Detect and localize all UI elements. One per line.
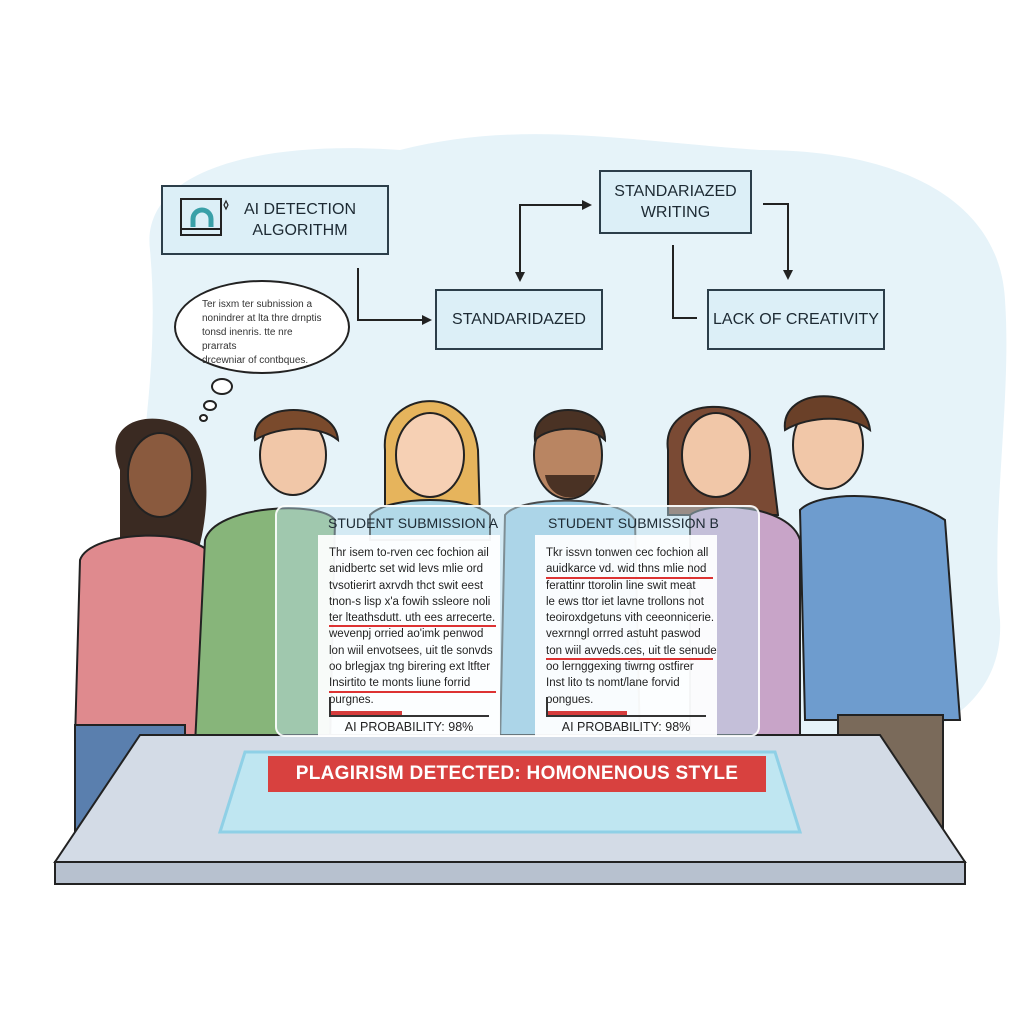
submission-text-line: ton wiil avveds.ces, uit tle senude [546, 643, 717, 661]
ai-probability-label: AI PROBABILITY: 98% [561, 720, 691, 734]
standardized-writing-line2: WRITING [640, 204, 711, 221]
person-5-brown-hair-woman [666, 405, 801, 746]
person-2-green-sweater [193, 409, 340, 746]
line-lack-connector [672, 245, 697, 319]
submission-a-title: STUDENT SUBMISSION A [328, 515, 499, 531]
submission-text-line: lon wiil envotsees, uit tle sonvds [329, 644, 493, 657]
ai-probability-label: AI PROBABILITY: 98% [344, 720, 474, 734]
ai-probability-bar [329, 697, 489, 717]
ai-probability-bar-fill [548, 711, 627, 715]
arrow-ai-to-standardized [357, 268, 426, 321]
submission-text-line: teoiroxdgetuns vith ceeonnicerie. [546, 612, 715, 625]
ai-detection-line1: AI DETECTION [243, 201, 356, 218]
submission-text-line: vexrnngl orrred astuht paswod [546, 628, 701, 641]
submission-b-title: STUDENT SUBMISSION B [548, 515, 719, 531]
submission-a-document: Thr isem to-rven cec fochion ail anidbert… [318, 535, 500, 737]
submission-text-line: ter lteathsdutt. uth ees arrecerte. [329, 610, 496, 628]
submission-b-document: Tkr issvn tonwen cec fochion all auidkarc… [535, 535, 717, 737]
submission-text-line: oongues. [546, 693, 594, 706]
arrow-sw-to-lack [763, 203, 789, 272]
box-standardized: STANDARIDAZED [435, 289, 603, 350]
box-ai-detection-algorithm: AI DETECTION ALGORITHM [161, 185, 389, 255]
box-lack-of-creativity: LACK OF CREATIVITY [707, 289, 885, 350]
person-1-pink-sweater [73, 418, 222, 841]
bubble-line: tonsd inenris. tte nre prarrats [202, 327, 293, 352]
ai-probability-bar-fill [331, 711, 403, 715]
arrow-to-standardized-writing [519, 204, 585, 280]
submission-text-line: ferattinr ttorolin line swit meat [546, 579, 696, 592]
submission-text-line: Inst lito ts nomt/lane forvid [546, 677, 680, 690]
flow-arrows [357, 203, 789, 321]
person-3-blonde-woman [369, 400, 491, 541]
thought-bubble: Ter isxm ter subnission a nonindrer at l… [174, 280, 350, 374]
submission-text-line: wevenpj orried ao'imk penwod [329, 628, 484, 641]
submission-text-line: Insirtito te monts liune forrid [329, 675, 496, 693]
submission-text-line: tnon-s lisp x'a fowih ssleore noli [329, 595, 491, 608]
bubble-line: nonindrer at lta thre drnptis [202, 313, 322, 324]
standardized-writing-line1: STANDARIAZED [614, 183, 737, 200]
monitor-magnet-icon [180, 198, 229, 236]
submission-text-line: Thr isem to-rven cec fochion ail [329, 547, 489, 559]
arrowheads [422, 200, 793, 325]
bubble-line: drcewniar of contbques. [202, 355, 309, 366]
thought-dot [211, 378, 233, 395]
submission-text-line: ourgnes. [329, 693, 374, 706]
submission-text-line: Tkr issvn tonwen cec fochion all [546, 547, 709, 559]
submission-text-line: oo brlegjax tng birering ext ltfter [329, 661, 491, 674]
thought-dot [199, 414, 208, 422]
submission-text-line: anidbertc set wid levs mlie ord [329, 563, 484, 576]
submission-text-line: oo lernggexing tiwrng ostfirer [546, 661, 694, 674]
submission-text-line: auidkarce vd. wid thns mlie nod [546, 561, 713, 579]
bubble-line: Ter isxm ter subnission a [202, 299, 313, 310]
thought-dot [203, 400, 217, 411]
ai-probability-bar [546, 697, 706, 717]
box-standardized-writing: STANDARIAZED WRITING [599, 170, 752, 234]
submission-text-line: tvsotierirt axrvdh thct swit eest [329, 579, 484, 592]
ai-detection-line2: ALGORITHM [252, 222, 348, 239]
plagiarism-banner: PLAGIRISM DETECTED: HOMONENOUS STYLE [268, 756, 766, 792]
submission-text-line: le ews ttor iet lavne trollons not [546, 595, 704, 608]
